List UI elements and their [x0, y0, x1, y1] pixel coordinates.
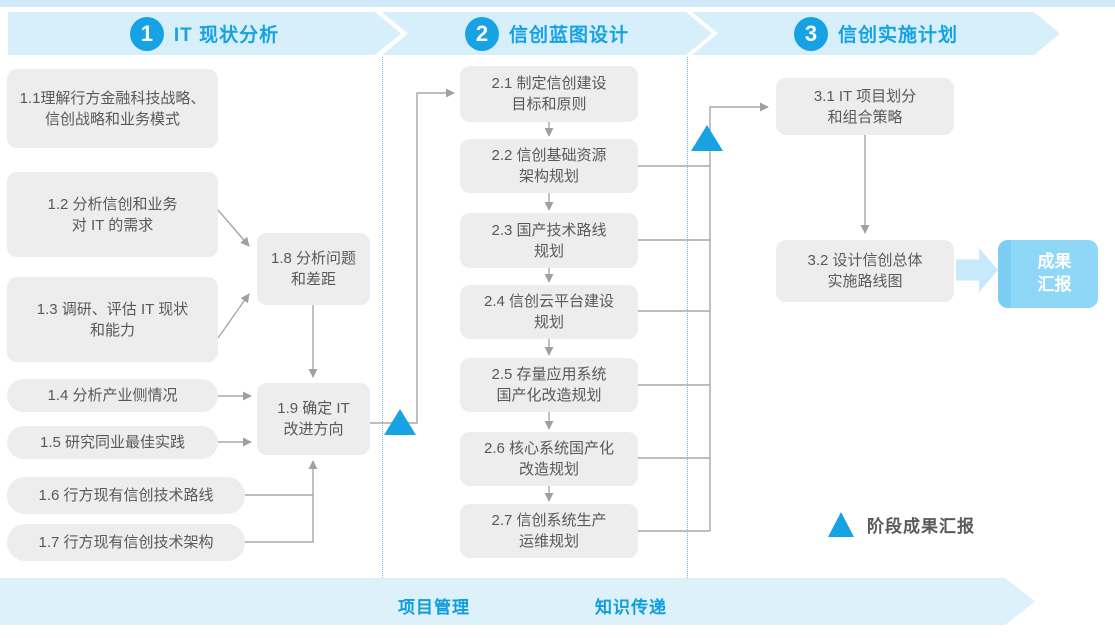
legend-label: 阶段成果汇报: [867, 517, 975, 536]
node-1-2: 1.2 分析信创和业务 对 IT 的需求: [7, 172, 218, 257]
phase-2-header: 2 信创蓝图设计: [382, 12, 712, 55]
report-box-edge: [998, 240, 1011, 308]
legend-triangle-icon: [828, 512, 854, 537]
phase-1-header: 1 IT 现状分析: [8, 12, 401, 55]
node-1-1: 1.1理解行方金融科技战略、 信创战略和业务模式: [7, 69, 218, 148]
milestone-triangle-phase1: [384, 409, 416, 435]
phase-3-title: 信创实施计划: [837, 25, 958, 46]
phase-divider-2: [687, 57, 688, 578]
node-report: 成果 汇报: [998, 240, 1098, 308]
node-2-5: 2.5 存量应用系统 国产化改造规划: [460, 358, 638, 412]
phase-1-number-badge: 1: [130, 17, 164, 51]
node-2-4: 2.4 信创云平台建设 规划: [460, 285, 638, 339]
phase-1-title: IT 现状分析: [173, 25, 280, 46]
node-3-1: 3.1 IT 项目划分 和组合策略: [776, 78, 954, 135]
node-2-7: 2.7 信创系统生产 运维规划: [460, 504, 638, 558]
node-1-9: 1.9 确定 IT 改进方向: [257, 383, 370, 455]
node-3-2: 3.2 设计信创总体 实施路线图: [776, 240, 954, 302]
phase-3-header: 3 信创实施计划: [692, 12, 1060, 55]
phase-2-number-badge: 2: [465, 17, 499, 51]
node-1-8: 1.8 分析问题 和差距: [257, 233, 370, 305]
node-2-1: 2.1 制定信创建设 目标和原则: [460, 66, 638, 122]
node-1-4: 1.4 分析产业侧情况: [7, 379, 218, 412]
report-box-label: 成果 汇报: [1037, 252, 1072, 294]
phase-divider-1: [382, 57, 383, 578]
phase-3-number-badge: 3: [794, 17, 828, 51]
node-2-2: 2.2 信创基础资源 架构规划: [460, 139, 638, 193]
phase-2-title: 信创蓝图设计: [508, 25, 629, 46]
bottom-bar-label-knowledge-transfer: 知识传递: [595, 598, 667, 617]
top-strip: [0, 0, 1115, 7]
legend: 阶段成果汇报: [828, 512, 975, 537]
node-2-6: 2.6 核心系统国产化 改造规划: [460, 432, 638, 486]
bottom-bar-label-project-management: 项目管理: [398, 598, 470, 617]
node-1-5: 1.5 研究同业最佳实践: [7, 426, 218, 459]
node-1-3: 1.3 调研、评估 IT 现状 和能力: [7, 277, 218, 362]
node-1-7: 1.7 行方现有信创技术架构: [7, 524, 245, 561]
bottom-bar: [0, 578, 1035, 625]
node-1-6: 1.6 行方现有信创技术路线: [7, 477, 245, 514]
node-2-3: 2.3 国产技术路线 规划: [460, 213, 638, 268]
milestone-triangle-phase2: [691, 125, 723, 151]
